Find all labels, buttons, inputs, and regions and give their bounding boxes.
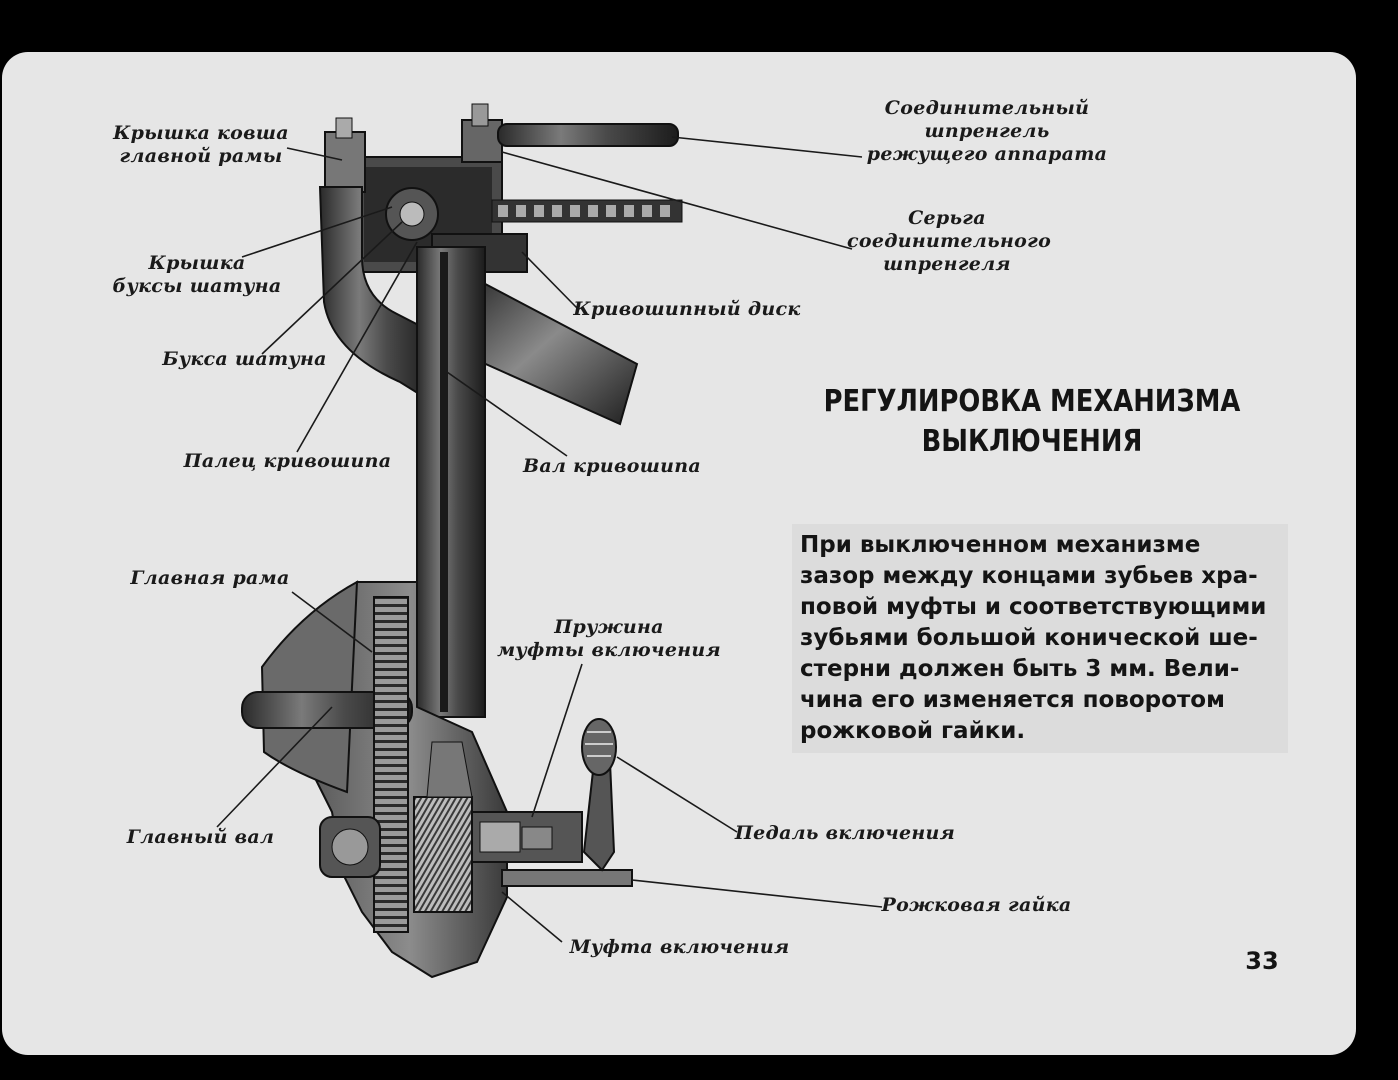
label-crank-disc: Кривошипный диск (573, 298, 801, 320)
label-earring: Серьга соединительного шпренгеля (847, 207, 1052, 275)
label-crank-shaft: Вал кривошипа (523, 455, 701, 477)
upper-housing (324, 103, 683, 273)
clutch-assembly (319, 811, 633, 887)
body-paragraph: При выключенном механизме зазор между ко… (792, 524, 1288, 753)
slide-title: РЕГУЛИРОВКА МЕХАНИЗМА ВЫКЛЮЧЕНИЯ (823, 384, 1241, 459)
label-connecting-bar: Соединительный шпренгель режущего аппара… (866, 97, 1108, 165)
label-pedal: Педаль включения (734, 822, 956, 844)
vertical-column (416, 246, 486, 718)
main-shaft-part (241, 691, 413, 729)
label-clutch: Муфта включения (569, 936, 790, 958)
page-number: 33 (1245, 947, 1279, 975)
label-rod-bushing: Букса шатуна (162, 348, 327, 370)
label-rod-bushing-cover: Крышка буксы шатуна (112, 252, 282, 297)
large-gear (373, 596, 409, 933)
slide-card: Крышка ковша главной рамы Соединительный… (2, 52, 1356, 1055)
label-clutch-spring: Пружина муфты включения (497, 616, 721, 661)
leader-lines (216, 136, 883, 943)
bevel-gear (413, 796, 473, 913)
label-cover-main-frame: Крышка ковша главной рамы (113, 122, 289, 167)
mechanism-diagram (216, 103, 883, 979)
label-horn-nut: Рожковая гайка (881, 894, 1072, 916)
label-main-shaft: Главный вал (126, 826, 275, 848)
pedal (581, 718, 617, 872)
label-crank-pin: Палец кривошипа (183, 450, 392, 472)
label-main-frame: Главная рама (130, 567, 290, 589)
